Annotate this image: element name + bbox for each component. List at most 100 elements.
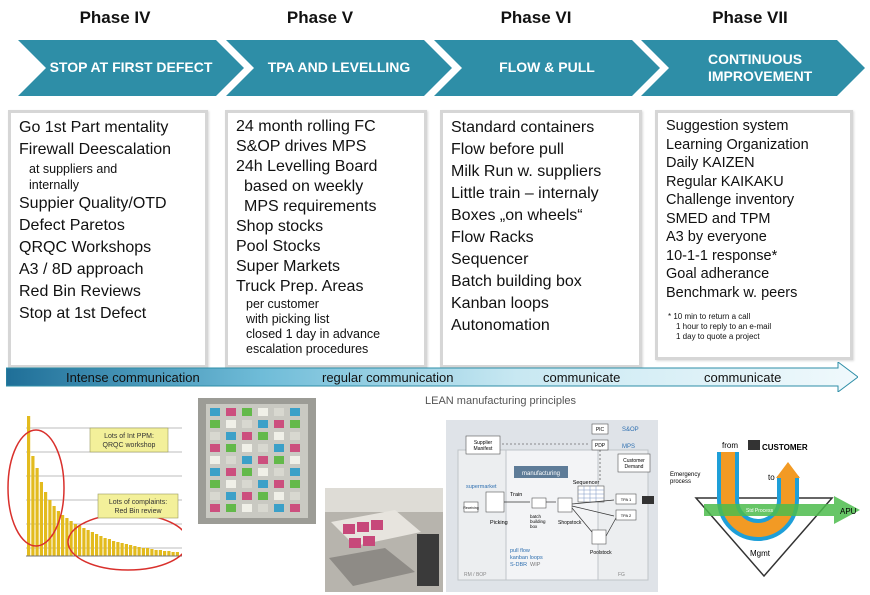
phase-7-list: Suggestion system Learning Organization … (655, 110, 853, 360)
board-cell (210, 420, 220, 428)
list-subitem: with picking list (246, 312, 330, 326)
svg-text:to: to (768, 473, 775, 482)
list-item: 24 month rolling FC (236, 118, 376, 135)
list-item: Shop stocks (236, 218, 324, 235)
svg-text:manufacturing: manufacturing (522, 471, 560, 477)
pareto-bar (65, 518, 69, 556)
list-subitem: internally (29, 178, 80, 192)
board-cell (242, 408, 252, 416)
pareto-bar (129, 545, 133, 556)
board-cell (274, 480, 284, 488)
list-item: Flow before pull (451, 141, 564, 158)
board-cell (274, 492, 284, 500)
ppm-note-line2: QRQC workshop (103, 442, 156, 449)
pareto-bar (150, 549, 154, 556)
board-cell (242, 420, 252, 428)
list-item: Benchmark w. peers (666, 284, 798, 301)
phase-6-banner-text: FLOW & PULL (499, 59, 595, 76)
ppm-note-line1: Lots of Int PPM: (104, 433, 154, 440)
list-subitem: closed 1 day in advance (246, 327, 381, 341)
pareto-bar (90, 532, 94, 556)
svg-text:from: from (722, 441, 738, 450)
escalation-diagram: from CUSTOMER to Emergency process Std P… (670, 440, 860, 578)
list-item: Truck Prep. Areas (236, 278, 364, 295)
pareto-bar (137, 547, 141, 556)
svg-text:PDP: PDP (595, 443, 606, 449)
board-cell (242, 492, 252, 500)
communication-label: Intense communication (66, 370, 200, 385)
list-item: 10-1-1 response* (666, 247, 778, 264)
pareto-chart: Lots of Int PPM: QRQC workshop Lots of c… (6, 408, 182, 590)
ppm-note (89, 427, 169, 453)
board-cell (210, 504, 220, 512)
board-cell (258, 444, 268, 452)
footnote: 1 day to quote a project (676, 332, 760, 341)
board-cell (226, 468, 236, 476)
list-item: Sequencer (451, 251, 529, 268)
list-item: Learning Organization (666, 136, 809, 153)
svg-text:kanban loops: kanban loops (510, 555, 543, 561)
phase-5-list: 24 month rolling FC S&OP drives MPS 24h … (225, 110, 427, 368)
footnote: 1 hour to reply to an e-mail (676, 322, 772, 331)
list-subitem: per customer (246, 297, 319, 311)
list-item: Suggestion system (666, 118, 789, 134)
board-cell (274, 504, 284, 512)
svg-text:supermarket: supermarket (466, 484, 497, 490)
board-cell (258, 408, 268, 416)
board-cell (242, 468, 252, 476)
phase-4-banner-text: STOP AT FIRST DEFECT (49, 59, 213, 76)
board-cell (274, 408, 284, 416)
board-cell (210, 408, 220, 416)
pareto-bar (154, 550, 158, 556)
top-defects-circle (7, 429, 65, 547)
svg-text:Sequencer: Sequencer (573, 480, 600, 486)
pareto-bar (95, 534, 99, 556)
board-cell (258, 456, 268, 464)
board-cell (226, 480, 236, 488)
board-cell (242, 480, 252, 488)
board-cell (290, 480, 300, 488)
list-item: Red Bin Reviews (19, 283, 141, 300)
pareto-bar (120, 543, 124, 556)
svg-text:MPS: MPS (622, 444, 635, 450)
pareto-bar (107, 539, 111, 556)
pareto-bar (171, 552, 175, 556)
phase-7-banner: CONTINUOUS IMPROVEMENT (641, 40, 865, 96)
list-subitem: escalation procedures (246, 342, 369, 356)
list-item: Suppier Quality/OTD (19, 195, 167, 212)
pareto-bar (48, 500, 52, 556)
board-cell (290, 456, 300, 464)
svg-text:Std Process: Std Process (746, 508, 773, 514)
phase-4-list: Go 1st Part mentality Firewall Deescalat… (8, 110, 208, 368)
list-item: Firewall Deescalation (19, 141, 172, 158)
board-cell (242, 504, 252, 512)
pareto-bar (158, 550, 162, 556)
svg-text:Poolstock: Poolstock (590, 550, 612, 556)
board-cell (290, 444, 300, 452)
list-item: SMED and TPM (666, 210, 771, 227)
board-cell (274, 456, 284, 464)
phase-4-title: Phase IV (79, 8, 151, 27)
list-item: Regular KAIKAKU (666, 173, 784, 190)
pareto-bar (124, 544, 128, 556)
phase-7-banner-text: CONTINUOUS IMPROVEMENT (708, 50, 813, 84)
pareto-bar (78, 526, 82, 556)
list-item: Batch building box (451, 273, 582, 290)
board-cell (242, 444, 252, 452)
svg-text:PIC: PIC (596, 427, 605, 433)
board-cell (290, 504, 300, 512)
board-cell (258, 468, 268, 476)
complaints-note-line2: Red Bin review (114, 508, 162, 515)
board-cell (242, 432, 252, 440)
footnote: * 10 min to return a call (668, 312, 751, 321)
pareto-bar (146, 548, 150, 556)
pareto-bar (56, 511, 60, 556)
board-cell (258, 504, 268, 512)
board-cell (226, 408, 236, 416)
board-cell (290, 492, 300, 500)
list-item: Standard containers (451, 119, 595, 136)
board-cell (258, 492, 268, 500)
board-cell (290, 468, 300, 476)
list-item: A3 / 8D approach (19, 261, 144, 278)
board-cell (226, 432, 236, 440)
